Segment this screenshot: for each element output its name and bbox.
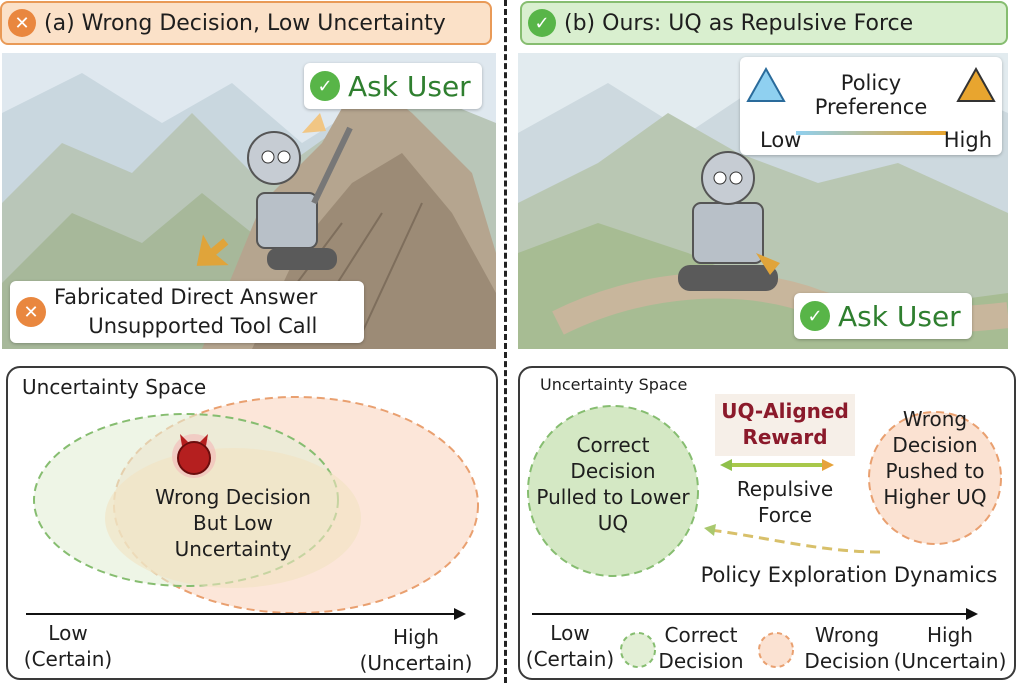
correct-line3: Pulled to Lower xyxy=(536,485,690,509)
policy-line2: Preference xyxy=(814,95,928,119)
check-badge-icon: ✓ xyxy=(800,301,830,331)
ask-user-text-left: Ask User xyxy=(348,69,471,103)
axis-left-low-sub: (Certain) xyxy=(23,647,113,671)
ask-user-text-right: Ask User xyxy=(838,299,961,333)
ask-user-callout-left: ✓ Ask User xyxy=(304,63,482,109)
wrong-low-line3: Uncertainty xyxy=(174,537,292,561)
wrong-high-line3: Pushed to xyxy=(885,459,985,483)
reward-line1: UQ-Aligned xyxy=(721,399,849,423)
axis-right-low: Low xyxy=(550,621,590,645)
repulsive-line2: Force xyxy=(757,503,813,527)
panel-divider xyxy=(504,0,507,683)
preference-low: Low xyxy=(760,128,802,152)
arrow-up-icon xyxy=(302,113,326,133)
fabricated-text: Fabricated Direct Answer xyxy=(54,285,318,309)
wrong-low-line2: But Low xyxy=(193,511,273,535)
legend-wrong-1: Wrong xyxy=(814,623,880,647)
exploration-dynamics: Policy Exploration Dynamics xyxy=(700,563,998,587)
unsupported-text: Unsupported Tool Call xyxy=(88,314,318,338)
wrong-high-line4: Higher UQ xyxy=(883,485,987,509)
uncertainty-panel-left: Uncertainty Space Wrong Decision But Low… xyxy=(6,366,498,680)
repulsive-line1: Repulsive xyxy=(736,477,834,501)
robot-left xyxy=(247,126,353,270)
title-right: ✓ (b) Ours: UQ as Repulsive Force xyxy=(520,1,1008,45)
fabricated-callout: ✕ Fabricated Direct Answer Unsupported T… xyxy=(10,281,364,343)
axis-right-low-sub: (Certain) xyxy=(525,647,615,671)
policy-line1: Policy xyxy=(840,71,902,95)
title-right-text: (b) Ours: UQ as Repulsive Force xyxy=(564,10,914,36)
robot-right xyxy=(678,151,778,291)
x-badge-icon: ✕ xyxy=(8,9,36,37)
axis-right-high-sub: (Uncertain) xyxy=(893,649,1007,673)
panel-right-title: Uncertainty Space xyxy=(540,375,688,394)
legend-wrong-2: Decision xyxy=(804,649,890,673)
check-badge-icon: ✓ xyxy=(528,9,556,37)
check-badge-icon: ✓ xyxy=(310,71,340,101)
scene-right: Policy Preference Low High ✓ Ask User xyxy=(518,53,1008,349)
legend-correct-2: Decision xyxy=(658,649,744,673)
uncertainty-panel-right: Uncertainty Space Correct Decision Pulle… xyxy=(518,366,1016,680)
title-left-text: (a) Wrong Decision, Low Uncertainty xyxy=(44,10,446,36)
axis-left-high: High xyxy=(393,625,439,649)
arrow-down-icon xyxy=(196,234,229,266)
wrong-high-line1: Wrong xyxy=(902,407,968,431)
policy-preference-callout: Policy Preference Low High xyxy=(740,57,1002,155)
ask-user-callout-right: ✓ Ask User xyxy=(794,293,972,339)
preference-high: High xyxy=(943,128,992,152)
axis-left-low: Low xyxy=(48,621,88,645)
high-slope-icon xyxy=(956,67,996,102)
title-left: ✕ (a) Wrong Decision, Low Uncertainty xyxy=(0,1,492,45)
axis-left-high-sub: (Uncertain) xyxy=(359,651,473,675)
legend-correct-1: Correct xyxy=(664,623,738,647)
preference-gradient-bar xyxy=(796,131,946,135)
wrong-low-line1: Wrong Decision xyxy=(155,485,311,509)
arrow-forward-icon xyxy=(756,253,780,275)
devil-icon xyxy=(172,434,216,478)
correct-line2: Decision xyxy=(570,459,656,483)
reward-line2: Reward xyxy=(742,425,828,449)
correct-line1: Correct xyxy=(576,433,650,457)
separated-circles xyxy=(527,394,1002,668)
low-slope-icon xyxy=(746,67,786,102)
x-badge-icon: ✕ xyxy=(16,297,46,327)
scene-left: ✓ Ask User ✕ Fabricated Direct Answer Un… xyxy=(2,53,496,349)
wrong-high-line2: Decision xyxy=(892,433,978,457)
panel-left-title: Uncertainty Space xyxy=(22,375,207,399)
correct-line4: UQ xyxy=(597,511,629,535)
axis-right-high: High xyxy=(927,623,973,647)
